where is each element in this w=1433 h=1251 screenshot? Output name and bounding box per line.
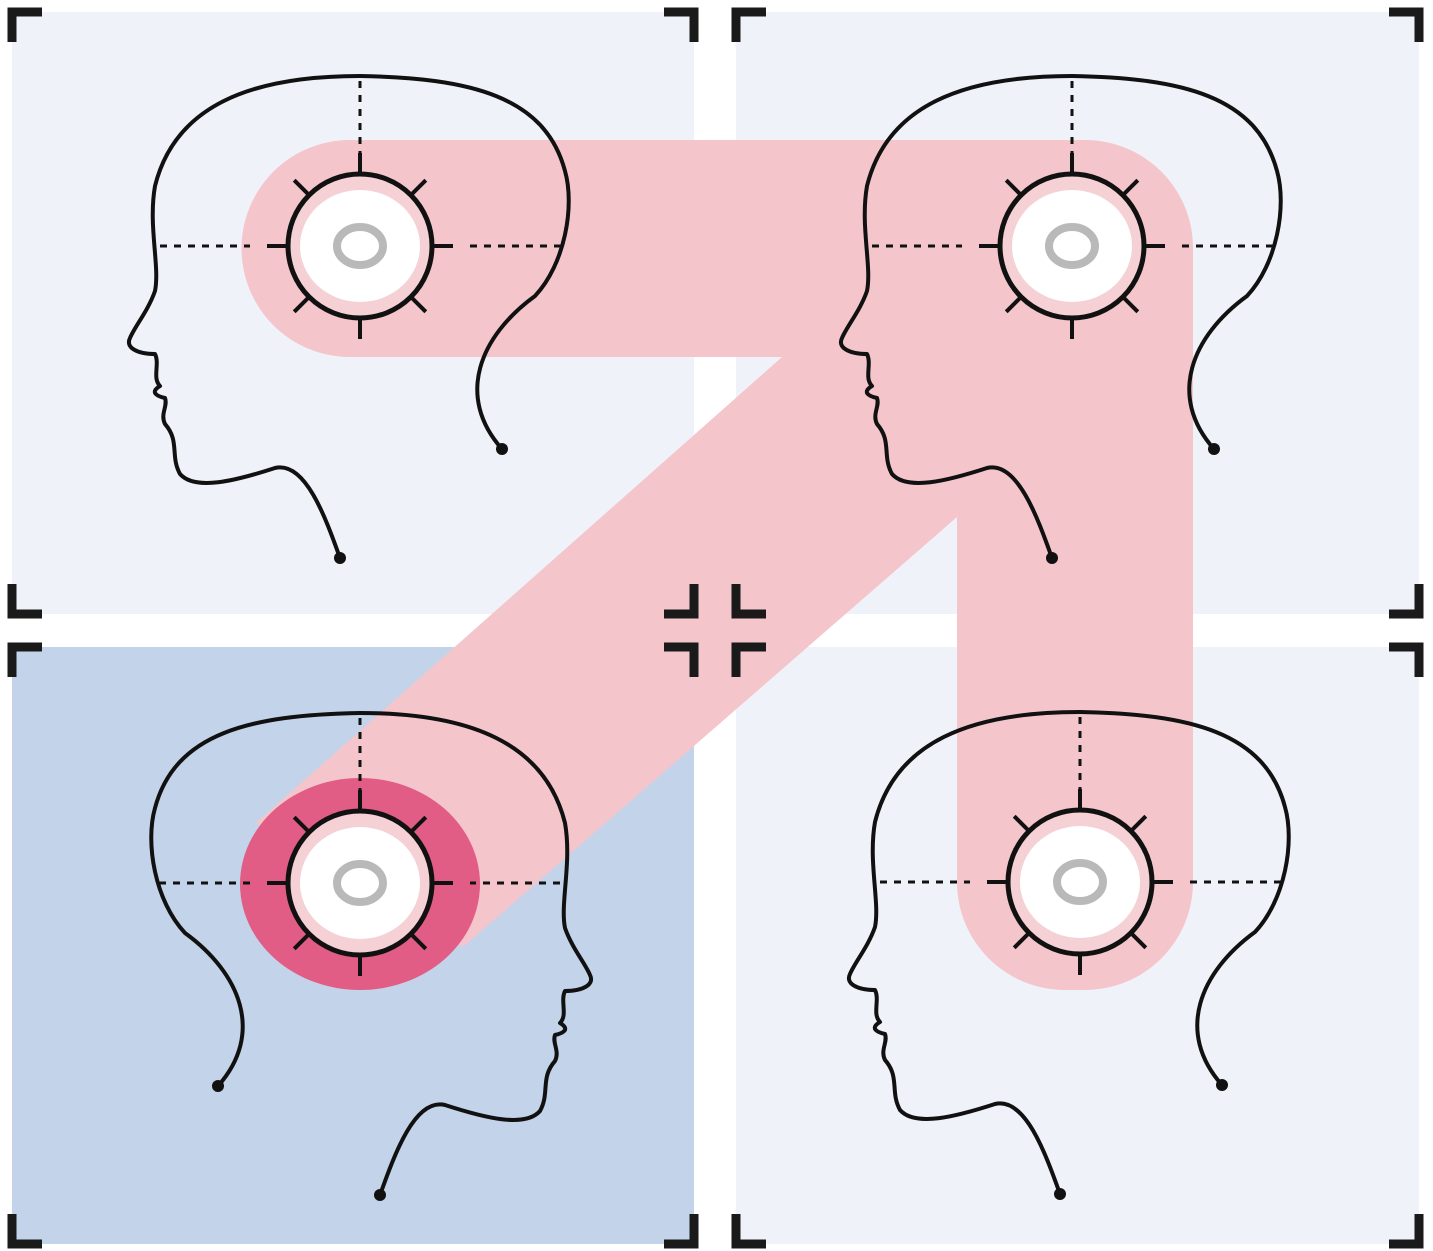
brain-dial-icon <box>987 789 1173 975</box>
brain-dial-icon <box>267 153 453 339</box>
dial-face <box>1020 826 1140 938</box>
nape-end-dot <box>496 443 508 455</box>
dial-face <box>1012 190 1132 302</box>
neck-end-dot <box>334 552 346 564</box>
dial-face <box>300 190 420 302</box>
nape-end-dot <box>1216 1079 1228 1091</box>
neck-end-dot <box>374 1189 386 1201</box>
nape-end-dot <box>1208 443 1220 455</box>
nape-end-dot <box>212 1080 224 1092</box>
neck-end-dot <box>1054 1188 1066 1200</box>
brain-dial-icon <box>267 790 453 976</box>
dial-face <box>300 827 420 939</box>
neck-end-dot <box>1046 552 1058 564</box>
brain-dial-icon <box>979 153 1165 339</box>
